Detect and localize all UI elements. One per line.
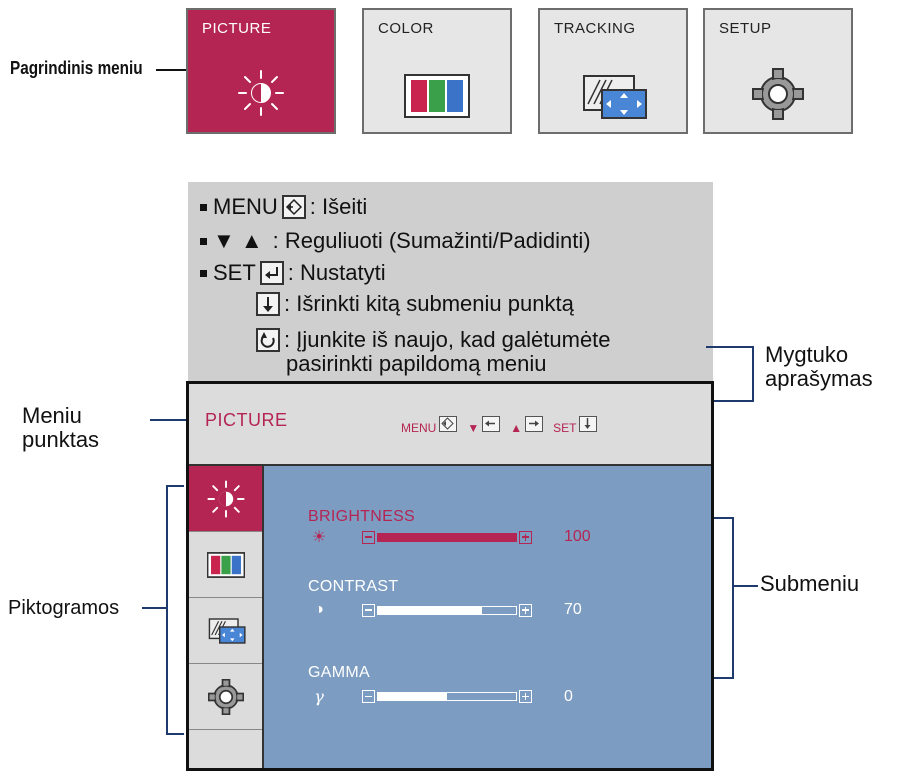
osd-header: PICTURE MENU ▼ ▲ SET (189, 384, 711, 466)
desc-line-restart: : Įjunkite iš naujo, kad galėtumėte (252, 327, 611, 353)
submenu-callout: Submeniu (760, 571, 860, 596)
color-bars-icon (404, 74, 470, 123)
brightness-slider[interactable]: ☀ 100 (308, 527, 591, 547)
gamma-slider[interactable]: γ 0 (308, 687, 573, 706)
return-key-icon (256, 328, 280, 352)
brightness-icon (236, 68, 286, 123)
icons-bracket (166, 485, 168, 735)
minus-icon[interactable] (362, 603, 375, 617)
minus-icon[interactable] (362, 690, 375, 703)
main-menu-leader (156, 69, 186, 71)
osd-title: PICTURE (205, 410, 288, 430)
slider-value: 0 (564, 687, 573, 705)
gear-icon (207, 678, 244, 715)
osd-submenu-area: BRIGHTNESS ☀ 100 CONTRAST ◑ 70 GAMMA γ (264, 466, 711, 768)
button-desc-callout: Mygtuko aprašymas (765, 342, 873, 392)
slider-value: 100 (564, 528, 591, 545)
button-desc-leader-h (706, 346, 754, 348)
down-arrow-key-icon (256, 292, 280, 316)
submenu-bracket (732, 517, 734, 679)
tile-tracking[interactable]: TRACKING (538, 8, 688, 134)
osd-key-hints: MENU ▼ ▲ SET (401, 416, 598, 435)
tile-setup[interactable]: SETUP (703, 8, 853, 134)
plus-icon[interactable] (519, 690, 532, 703)
plus-icon[interactable] (519, 603, 532, 617)
osd-key-set[interactable]: SET (553, 416, 598, 435)
submenu-leader (734, 585, 758, 587)
gamma-icon: γ (314, 687, 324, 706)
desc-line-adjust: ▼ ▲ : Reguliuoti (Sumažinti/Padidinti) (200, 228, 591, 254)
osd-key-menu[interactable]: MENU (401, 416, 458, 435)
osd-sidebar (189, 466, 264, 768)
slider-track[interactable] (377, 532, 517, 542)
menu-item-leader (150, 419, 186, 421)
gear-icon (752, 68, 804, 125)
tracking-icon (208, 617, 246, 644)
sidebar-item-picture[interactable] (189, 466, 262, 532)
submenu-label-brightness: BRIGHTNESS (308, 508, 416, 525)
button-desc-leader-h2 (690, 400, 754, 402)
contrast-icon: ◑ (314, 601, 324, 618)
main-menu-callout: Pagrindinis meniu (10, 58, 143, 78)
enter-key-icon (259, 261, 284, 285)
icons-bracket-bottom (166, 733, 184, 735)
icons-callout: Piktogramos (8, 597, 120, 619)
icons-leader-h (142, 607, 166, 609)
osd-window: PICTURE MENU ▼ ▲ SET (186, 381, 714, 771)
tile-label: COLOR (378, 20, 434, 37)
contrast-slider[interactable]: ◑ 70 (308, 601, 582, 619)
tile-label: SETUP (719, 20, 772, 37)
desc-line-next: : Išrinkti kitą submeniu punktą (252, 291, 574, 317)
exit-key-icon (439, 416, 458, 432)
submenu-bracket-top (714, 517, 734, 519)
tracking-icon (578, 74, 648, 125)
menu-item-callout: Meniu punktas (22, 403, 100, 453)
down-arrow-key-icon (579, 416, 598, 432)
desc-line-restart-2: pasirinkti papildomą meniu (286, 351, 547, 376)
left-arrow-key-icon (482, 416, 501, 432)
brightness-icon (206, 479, 245, 518)
sun-icon: ☀ (311, 529, 327, 546)
slider-track[interactable] (377, 692, 517, 701)
exit-key-icon (281, 195, 306, 219)
button-desc-leader-v (752, 346, 754, 402)
desc-line-menu: MENU : Išeiti (200, 194, 367, 220)
tile-label: PICTURE (202, 20, 272, 37)
slider-track[interactable] (377, 605, 517, 615)
submenu-bracket-bottom (714, 677, 734, 679)
icons-bracket-top (166, 485, 184, 487)
tile-label: TRACKING (554, 20, 636, 37)
osd-key-up[interactable]: ▲ (510, 416, 544, 435)
osd-key-down[interactable]: ▼ (467, 416, 501, 435)
plus-icon[interactable] (519, 530, 532, 544)
tile-color[interactable]: COLOR (362, 8, 512, 134)
right-arrow-key-icon (525, 416, 544, 432)
sidebar-item-tracking[interactable] (189, 598, 262, 664)
slider-value: 70 (564, 601, 582, 618)
submenu-label-gamma: GAMMA (308, 664, 370, 681)
submenu-label-contrast: CONTRAST (308, 578, 399, 595)
sidebar-item-color[interactable] (189, 532, 262, 598)
desc-line-set: SET : Nustatyti (200, 260, 386, 286)
sidebar-item-setup[interactable] (189, 664, 262, 730)
color-bars-icon (206, 551, 245, 578)
tile-picture[interactable]: PICTURE (186, 8, 336, 134)
minus-icon[interactable] (362, 530, 375, 544)
